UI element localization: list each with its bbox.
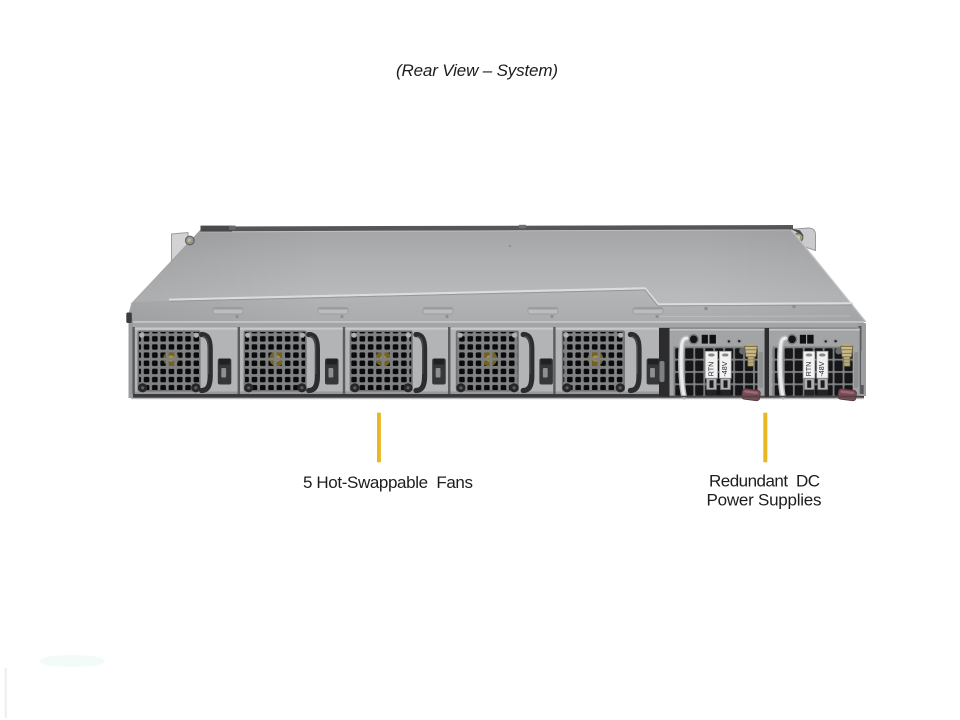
svg-text:(Rear View – System): (Rear View – System) bbox=[396, 61, 558, 80]
svg-text:RTN: RTN bbox=[706, 362, 715, 377]
svg-text:RTN: RTN bbox=[804, 362, 813, 377]
svg-text:-48V: -48V bbox=[817, 361, 826, 376]
svg-text:5 Hot-Swappable Fans: 5 Hot-Swappable Fans bbox=[303, 473, 473, 492]
svg-text:Power Supplies: Power Supplies bbox=[707, 491, 822, 510]
svg-text:-48V: -48V bbox=[720, 361, 729, 376]
svg-text:Redundant DC: Redundant DC bbox=[709, 472, 820, 491]
